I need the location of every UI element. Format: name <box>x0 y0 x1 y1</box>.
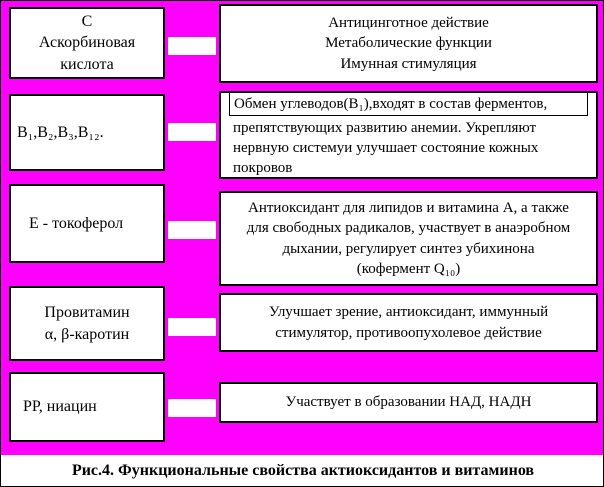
vitamin-c-functions: Антицинготное действие Метаболические фу… <box>325 15 492 72</box>
vitamin-box-c: С Аскорбиновая кислота <box>9 7 165 79</box>
vitamin-pp-functions: Участвует в образовании НАД, НАДН <box>285 394 532 411</box>
function-box-pp: Участвует в образовании НАД, НАДН <box>219 382 598 423</box>
vitamin-e-functions: Антиоксидант для липидов и витамина А, а… <box>246 200 571 277</box>
vitamin-b-functions-line1: Обмен углеводов(В₁),входят в состав ферм… <box>229 91 588 116</box>
connector-row1 <box>168 37 216 55</box>
function-box-b: Обмен углеводов(В₁),входят в состав ферм… <box>219 91 598 179</box>
vitamin-box-pp: РР, ниацин <box>9 372 165 442</box>
vitamin-carotene-label: Провитамин α, β-каротин <box>44 303 130 343</box>
vitamin-b-functions-rest: препятствующих развитию анемии. Укрепляю… <box>233 119 539 177</box>
connector-row3 <box>168 221 216 239</box>
vitamin-pp-label: РР, ниацин <box>23 398 97 416</box>
function-box-c: Антицинготное действие Метаболические фу… <box>219 4 598 83</box>
connector-row2 <box>168 123 216 141</box>
vitamin-box-b: В₁,В₂,В₃,В₁₂. <box>9 94 165 171</box>
figure-caption-text: Рис.4. Функциональные свойства актиоксид… <box>71 461 535 479</box>
vitamin-carotene-functions: Улучшает зрение, антиоксидант, иммунный … <box>268 304 549 341</box>
function-box-e: Антиоксидант для липидов и витамина А, а… <box>219 191 598 286</box>
connector-row4 <box>168 318 216 336</box>
figure-caption: Рис.4. Функциональные свойства актиоксид… <box>1 455 603 486</box>
vitamin-box-carotene: Провитамин α, β-каротин <box>9 286 165 361</box>
vitamin-e-label: Е - токоферол <box>29 214 124 232</box>
vitamin-c-label: С Аскорбиновая кислота <box>38 12 136 73</box>
function-box-carotene: Улучшает зрение, антиоксидант, иммунный … <box>219 293 598 352</box>
vitamin-box-e: Е - токоферол <box>9 184 165 263</box>
vitamin-b-label: В₁,В₂,В₃,В₁₂. <box>17 123 104 141</box>
connector-row5 <box>168 399 216 417</box>
